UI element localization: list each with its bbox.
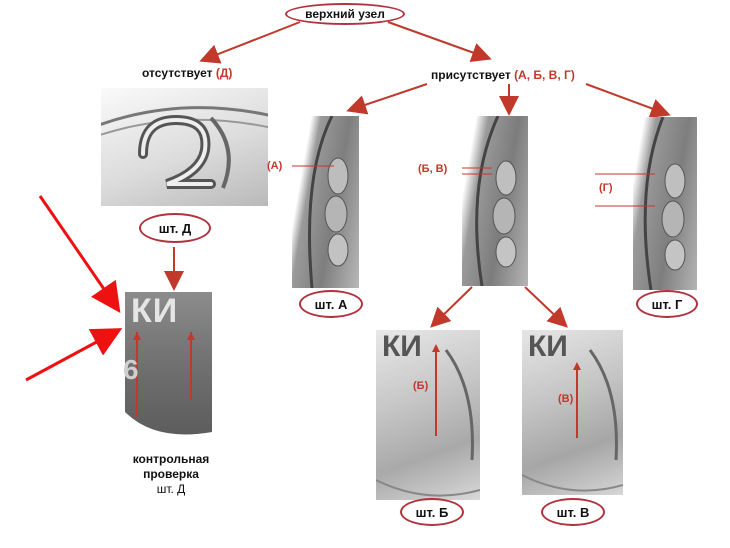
photo-die-bv	[462, 116, 528, 286]
photo-die-g	[633, 117, 697, 290]
photo-die-d	[101, 88, 268, 206]
mark-die-bv: (Б, В)	[418, 163, 448, 175]
wheat-ear-bv-drawing	[462, 116, 517, 286]
branch-absent-label: отсутствует (Д)	[142, 66, 232, 80]
mark-die-v: (В)	[558, 393, 574, 405]
arrow-present-to-a	[346, 83, 428, 115]
die-g-label: шт. Г	[651, 296, 683, 312]
control-caption-line3: шт. Д	[156, 482, 186, 496]
pointer-arrow-lower	[25, 328, 123, 382]
die-v-drawing	[522, 349, 623, 492]
top-node-oval: верхний узел	[285, 3, 405, 25]
wheat-ear-a-drawing	[292, 116, 349, 288]
control-coin-letters: КИ	[131, 292, 179, 330]
arrow-top-to-absent	[199, 21, 301, 64]
label-oval-die-a: шт. А	[299, 290, 363, 318]
branch-present-text: присутствует	[431, 68, 511, 82]
control-caption-line1: контрольная	[132, 452, 210, 466]
photo-die-b: КИ	[376, 330, 480, 500]
photo-control-check: КИ 6	[123, 292, 212, 444]
die-v-coin-letters: КИ	[528, 330, 568, 363]
control-caption-line2: проверка	[143, 467, 199, 481]
control-caption: контрольная проверка шт. Д	[118, 452, 224, 497]
label-oval-die-b: шт. Б	[400, 498, 464, 526]
branch-absent-codes: (Д)	[215, 66, 233, 80]
die-d-label: шт. Д	[158, 220, 192, 236]
branch-absent-text: отсутствует	[142, 66, 213, 80]
die-b-drawing	[376, 344, 480, 497]
die-b-coin-letters: КИ	[382, 330, 422, 363]
mark-die-a: (А)	[267, 160, 283, 172]
die-v-label: шт. В	[556, 504, 590, 520]
label-oval-die-g: шт. Г	[636, 290, 698, 318]
arrow-bv-to-b	[430, 286, 473, 328]
arrow-top-to-present	[387, 21, 492, 62]
mark-die-g: (Г)	[599, 182, 613, 194]
control-coin-digit: 6	[123, 354, 139, 385]
wheat-ear-g-drawing	[643, 117, 686, 290]
die-a-label: шт. А	[314, 296, 348, 312]
top-node-label: верхний узел	[305, 7, 385, 21]
digit-two-drawing	[101, 106, 268, 189]
arrow-bv-to-v	[524, 286, 568, 328]
label-oval-die-v: шт. В	[541, 498, 605, 526]
pointer-arrow-upper	[38, 195, 121, 313]
control-coin-drawing	[125, 332, 212, 444]
photo-die-a	[292, 116, 359, 288]
branch-present-label: присутствует (А, Б, В, Г)	[431, 68, 575, 82]
mark-die-b: (Б)	[413, 380, 429, 392]
die-b-label: шт. Б	[415, 504, 449, 520]
photo-die-v: КИ	[522, 330, 623, 495]
mark-lines-die-g	[595, 173, 655, 207]
branch-present-codes: (А, Б, В, Г)	[514, 68, 575, 82]
label-oval-die-d: шт. Д	[139, 213, 211, 243]
arrow-present-to-g	[585, 83, 671, 118]
